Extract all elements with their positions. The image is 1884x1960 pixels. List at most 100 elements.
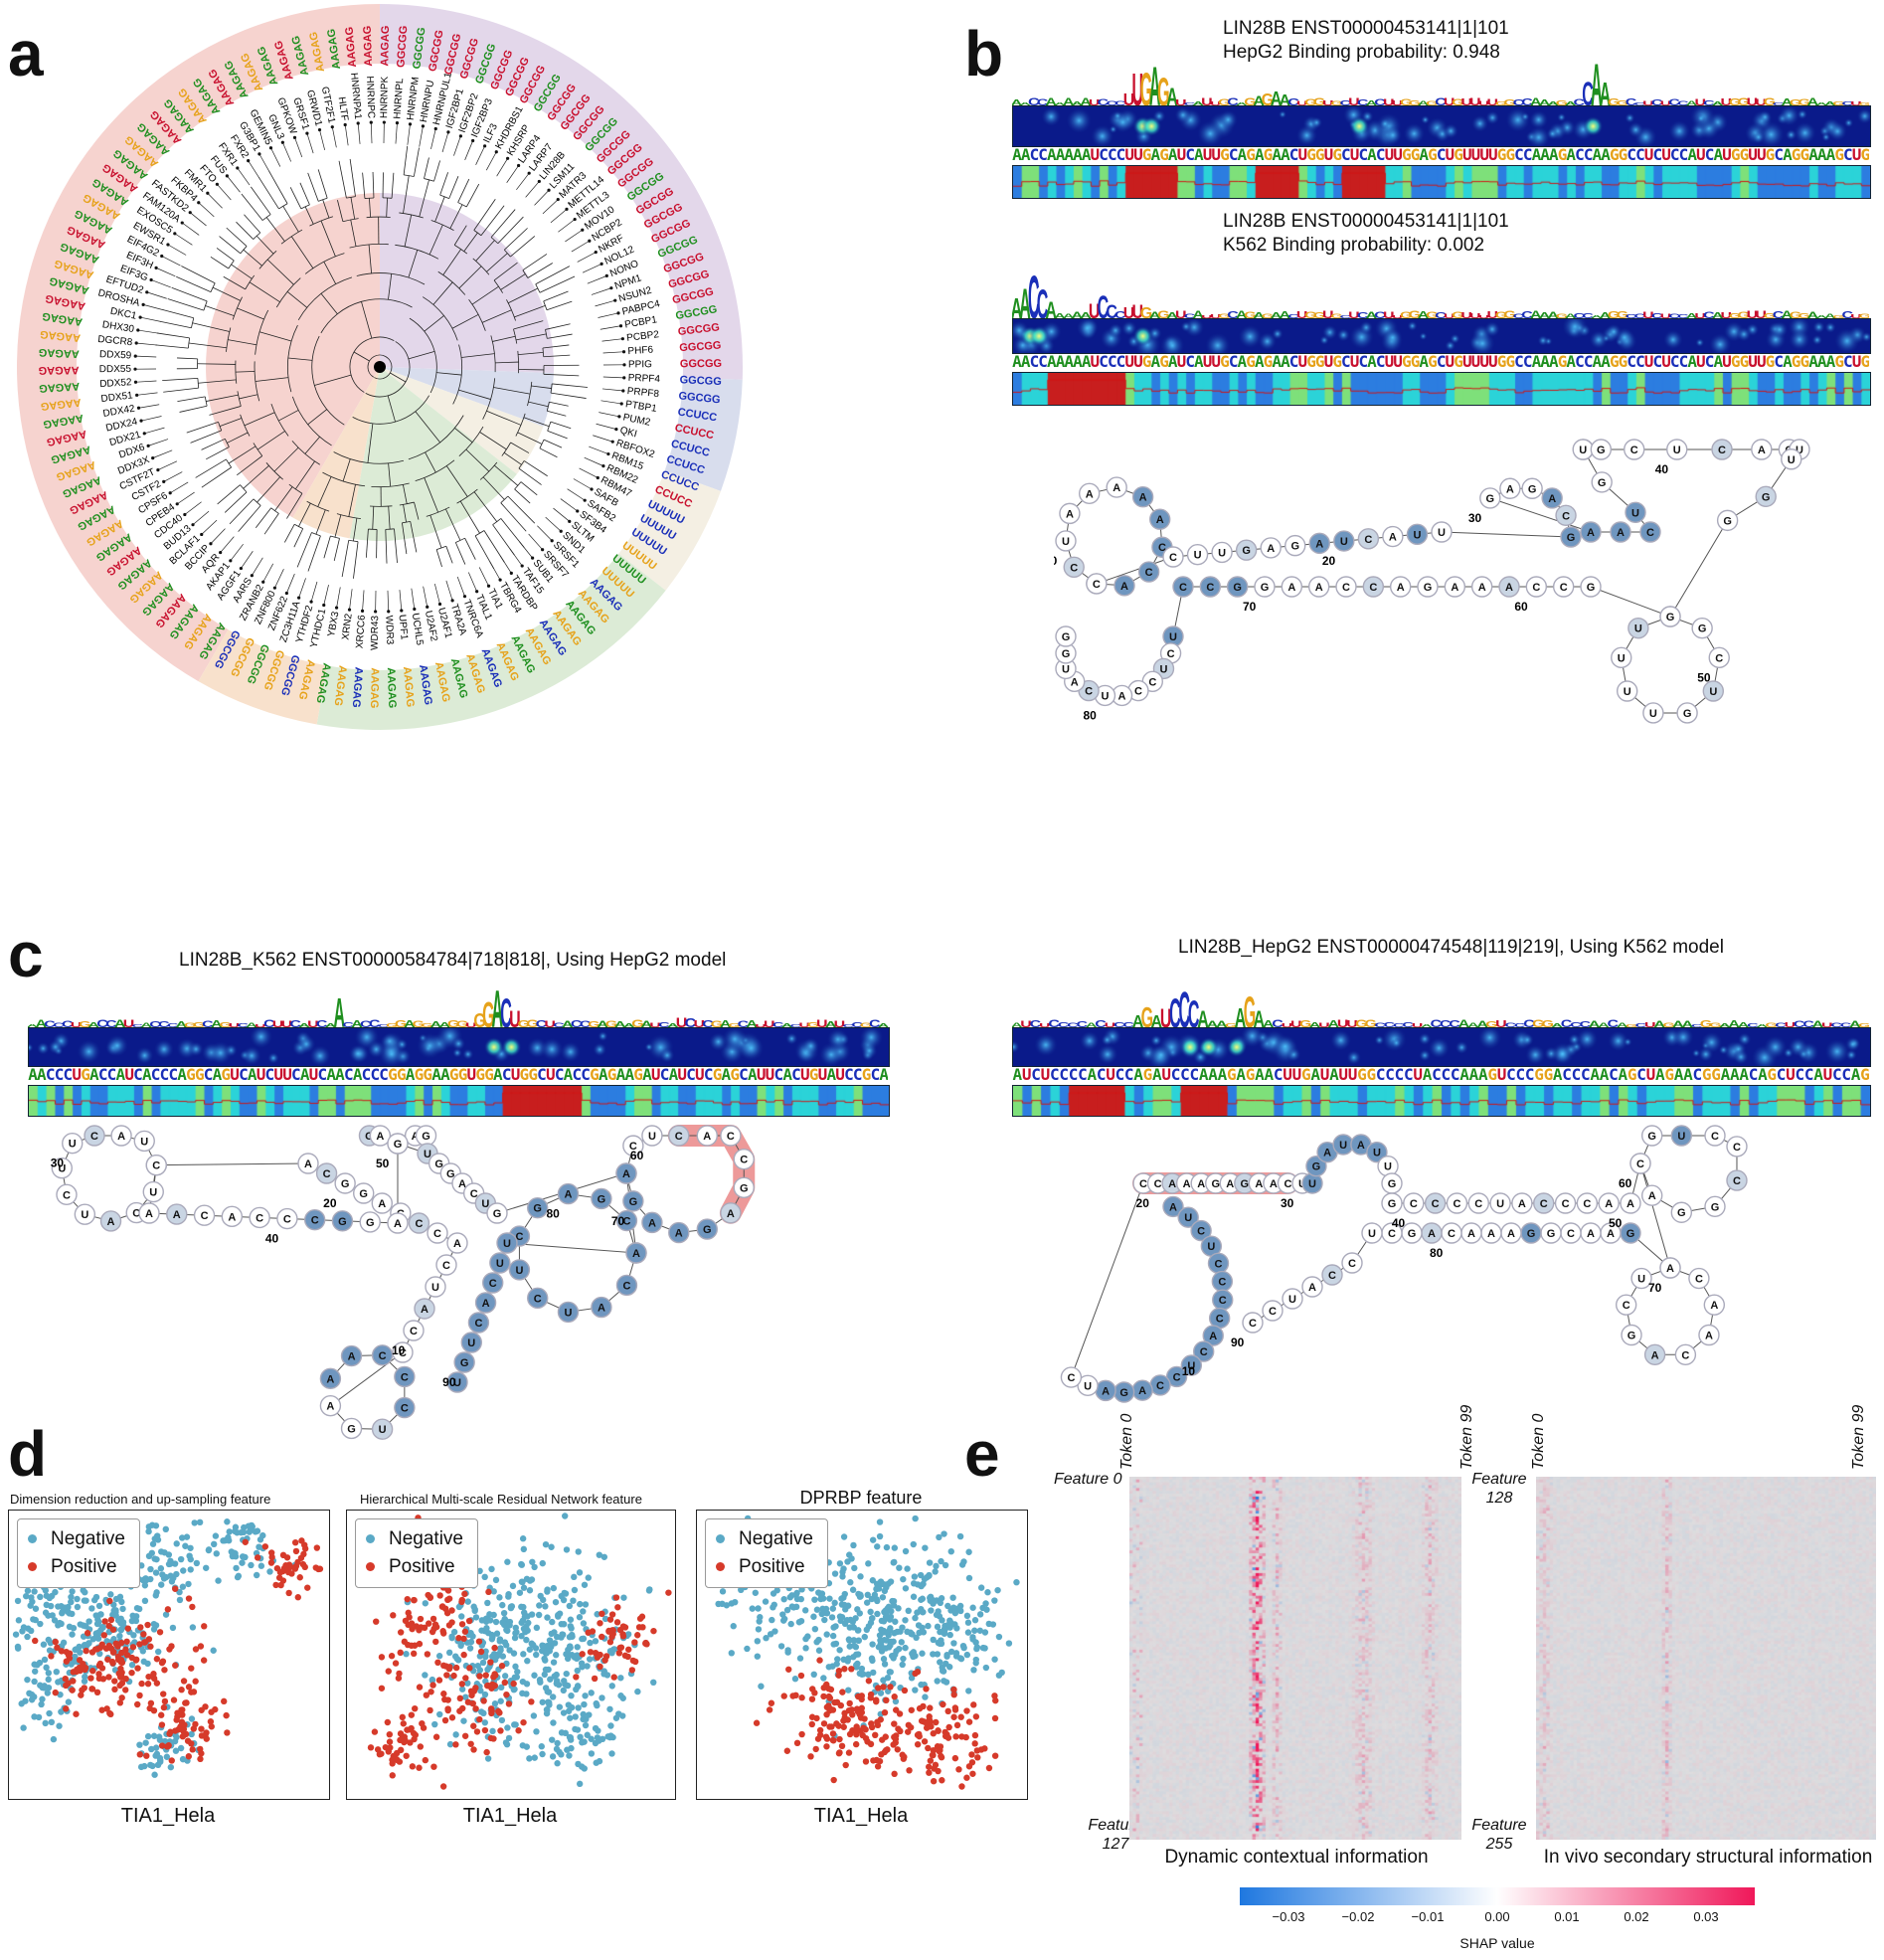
negative-point: [32, 1616, 39, 1624]
sequence-base: C: [1522, 145, 1533, 164]
nucleotide-letter: U: [1649, 708, 1657, 720]
positive-point: [836, 1749, 843, 1756]
positive-point: [179, 1727, 187, 1734]
tree-leaf-node: [133, 354, 137, 358]
sequence-base: A: [1047, 352, 1057, 371]
nucleotide-letter: A: [1505, 582, 1513, 594]
clade-inner-sector: [206, 193, 380, 518]
sequence-base: C: [1029, 145, 1040, 164]
nucleotide-letter: A: [598, 1303, 605, 1315]
negative-point: [865, 1671, 872, 1679]
negative-point: [571, 1586, 579, 1594]
nucleotide-node: [1321, 1264, 1343, 1286]
tree-branch-arc: [501, 442, 511, 456]
positive-point: [826, 1723, 833, 1730]
negative-point: [539, 1698, 546, 1705]
tree-branch: [177, 396, 206, 403]
tree-leaf-node: [527, 171, 531, 175]
positive-point: [134, 1700, 141, 1708]
sequence-base: U: [1323, 352, 1334, 371]
logo-letter: A: [781, 1022, 793, 1027]
colorbar-tick-label: −0.01: [1411, 1909, 1445, 1924]
shap-colorbar: [1240, 1887, 1755, 1905]
tree-leaf-node: [197, 201, 201, 205]
tree-leaf-branch: [599, 412, 618, 418]
logo-letter: A: [1712, 100, 1724, 105]
negative-point: [45, 1670, 53, 1677]
logo-letter: C: [571, 1018, 583, 1027]
logo-letter: A: [1539, 310, 1551, 318]
tree-leaf-branch: [387, 590, 390, 611]
tree-leaf-branch: [441, 132, 448, 153]
tree-leaf-node: [191, 523, 195, 527]
logo-letter: G: [1330, 312, 1342, 318]
nucleotide-node: [353, 1182, 375, 1204]
positive-point: [971, 1740, 978, 1747]
negative-point: [220, 1537, 227, 1544]
tree-branch: [486, 253, 508, 272]
positive-point: [417, 1743, 425, 1750]
negative-point: [504, 1724, 511, 1731]
e1-feature127-label: Feature 127: [1088, 1817, 1143, 1853]
motif-logo: AAGAG: [332, 664, 349, 706]
sequence-base: C: [1358, 145, 1368, 164]
positive-point: [404, 1726, 411, 1733]
negative-point: [564, 1682, 572, 1690]
nucleotide-letter: A: [1651, 1349, 1659, 1361]
negative-point: [538, 1743, 545, 1750]
tree-branch: [388, 273, 393, 300]
positive-point: [429, 1682, 436, 1689]
sequence-base: C: [1031, 1065, 1041, 1084]
logo-letter: G: [1244, 309, 1256, 318]
positive-point: [423, 1692, 430, 1698]
positive-point: [277, 1581, 284, 1589]
sequence-base: C: [1843, 145, 1853, 164]
logo-letter: A: [35, 1018, 47, 1027]
nucleotide-letter: G: [1211, 1178, 1220, 1190]
tree-branch-arc: [240, 414, 251, 437]
tree-leaf-branch: [537, 525, 552, 541]
negative-point: [852, 1662, 860, 1669]
nucleotide-letter: A: [348, 1351, 356, 1363]
negative-point: [32, 1605, 40, 1612]
negative-point: [584, 1663, 591, 1670]
tree-branch: [432, 281, 453, 305]
nucleotide-letter: G: [1290, 541, 1299, 553]
nucleotide-letter: A: [1389, 532, 1397, 544]
logo-letter: A: [438, 1020, 450, 1027]
nucleotide-letter: C: [1145, 567, 1153, 579]
positive-point: [612, 1594, 620, 1601]
logo-letter: C: [1633, 312, 1645, 318]
e1-feature0-label: Feature 0: [1054, 1471, 1122, 1488]
positive-point: [458, 1681, 466, 1688]
tree-branch: [337, 200, 344, 222]
b-secondary-structure: AACCAAAAAUCCCUUGAGAUCAUUGCAGAGAACUGGUGCU…: [1054, 439, 1810, 724]
nucleotide-letter: C: [1532, 582, 1540, 594]
positive-point: [496, 1709, 503, 1716]
positive-point: [476, 1715, 483, 1723]
sequence-base: C: [97, 1065, 108, 1084]
tree-branch: [500, 273, 526, 290]
positive-point: [116, 1682, 123, 1690]
sequence-base: U: [1133, 145, 1143, 164]
logo-letter: C: [553, 1021, 565, 1027]
tree-leaf-node: [149, 277, 153, 282]
negative-point: [561, 1678, 568, 1685]
sequence-base: C: [554, 1065, 565, 1084]
tree-leaf-branch: [599, 325, 620, 330]
logo-letter: C: [1114, 309, 1126, 318]
tree-branch-arc: [336, 513, 361, 520]
tree-leaf-branch: [516, 173, 529, 191]
negative-point: [887, 1638, 895, 1646]
positive-point: [840, 1723, 847, 1730]
nucleotide-letter: A: [1478, 582, 1486, 594]
negative-point: [518, 1578, 526, 1585]
tree-leaf-node: [437, 602, 442, 607]
logo-letter: U: [1747, 309, 1759, 318]
positive-point: [52, 1638, 59, 1646]
negative-point: [849, 1586, 857, 1593]
tree-branch: [458, 266, 482, 289]
logo-letter: U: [1392, 99, 1404, 105]
sequence-base: G: [1227, 1065, 1237, 1084]
